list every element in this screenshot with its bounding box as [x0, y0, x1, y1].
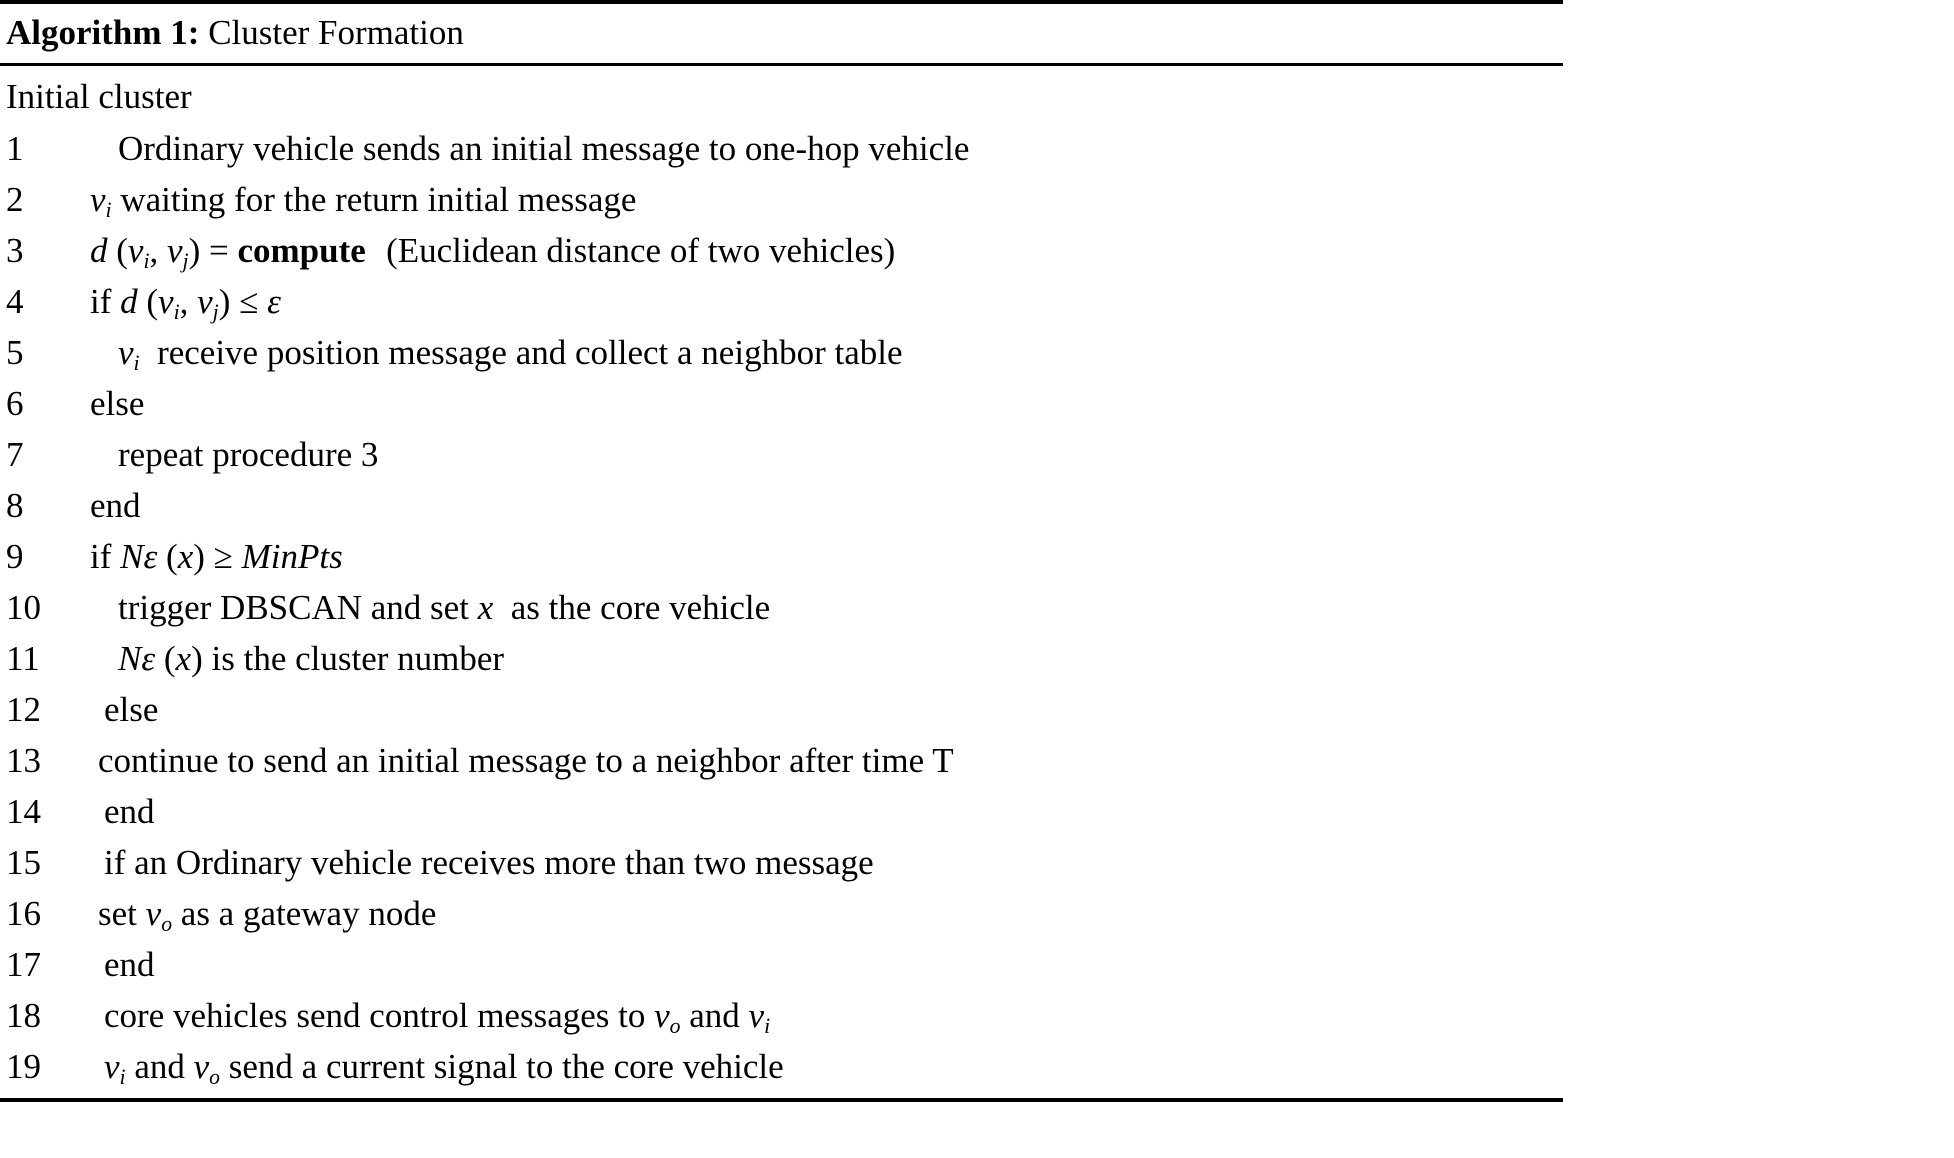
algorithm-step: 18 core vehicles send control messages t…	[0, 990, 1563, 1041]
step-number: 6	[6, 384, 24, 423]
step-text: end	[90, 486, 141, 525]
step-text: vi and vo send a current signal to the c…	[104, 1047, 784, 1090]
step-text: vi receive position message and collect …	[118, 333, 903, 376]
algorithm-step: 3 d (vi, vj) = compute (Euclidean distan…	[0, 225, 1563, 276]
algorithm-step: 4 if d (vi, vj) ≤ ε	[0, 276, 1563, 327]
step-text: if Nε (x) ≥ MinPts	[90, 537, 343, 576]
algorithm-box: Algorithm 1: Cluster Formation Initial c…	[0, 0, 1563, 1102]
algorithm-top-rule	[0, 0, 1563, 4]
step-number: 5	[6, 333, 24, 372]
algorithm-step: 2 vi waiting for the return initial mess…	[0, 174, 1563, 225]
step-text: set vo as a gateway node	[98, 894, 437, 937]
step-number: 16	[6, 894, 41, 933]
step-number: 15	[6, 843, 41, 882]
step-text: continue to send an initial message to a…	[98, 741, 954, 780]
step-text: core vehicles send control messages to v…	[104, 996, 771, 1039]
algorithm-step: 8 end	[0, 480, 1563, 531]
algorithm-title: Cluster Formation	[208, 13, 464, 52]
algorithm-step: 1 Ordinary vehicle sends an initial mess…	[0, 123, 1563, 174]
step-number: 11	[6, 639, 40, 678]
step-number: 12	[6, 690, 41, 729]
step-number: 14	[6, 792, 41, 831]
algorithm-step: 5 vi receive position message and collec…	[0, 327, 1563, 378]
algorithm-header-rule	[0, 63, 1563, 66]
step-number: 9	[6, 537, 24, 576]
step-number: 10	[6, 588, 41, 627]
step-number: 13	[6, 741, 41, 780]
step-number: 1	[6, 129, 24, 168]
step-text: repeat procedure 3	[118, 435, 379, 474]
step-text: if an Ordinary vehicle receives more tha…	[104, 843, 874, 882]
step-text: Ordinary vehicle sends an initial messag…	[118, 129, 970, 168]
algorithm-step: 17 end	[0, 939, 1563, 990]
algorithm-step: 14 end	[0, 786, 1563, 837]
algorithm-step: 11 Nε (x) is the cluster number	[0, 633, 1563, 684]
step-text: else	[90, 384, 145, 423]
step-text: vi waiting for the return initial messag…	[90, 180, 637, 223]
algorithm-label: Algorithm 1:	[6, 13, 200, 52]
step-text: end	[104, 792, 155, 831]
algorithm-step: 15 if an Ordinary vehicle receives more …	[0, 837, 1563, 888]
step-number: 4	[6, 282, 24, 321]
algorithm-step: 10 trigger DBSCAN and set x as the core …	[0, 582, 1563, 633]
algorithm-preamble: Initial cluster	[6, 77, 192, 116]
algorithm-step: 12 else	[0, 684, 1563, 735]
algorithm-step: 7 repeat procedure 3	[0, 429, 1563, 480]
step-text: end	[104, 945, 155, 984]
step-text: if d (vi, vj) ≤ ε	[90, 282, 281, 325]
step-text: d (vi, vj) = compute (Euclidean distance…	[90, 231, 896, 274]
step-number: 18	[6, 996, 41, 1035]
step-text: trigger DBSCAN and set x as the core veh…	[118, 588, 771, 627]
algorithm-step: 6 else	[0, 378, 1563, 429]
algorithm-step: 13 continue to send an initial message t…	[0, 735, 1563, 786]
step-number: 17	[6, 945, 41, 984]
step-number: 3	[6, 231, 24, 270]
step-number: 8	[6, 486, 24, 525]
step-text: Nε (x) is the cluster number	[118, 639, 505, 678]
step-number: 19	[6, 1047, 41, 1086]
step-number: 7	[6, 435, 24, 474]
algorithm-step: 16 set vo as a gateway node	[0, 888, 1563, 939]
algorithm-bottom-rule	[0, 1098, 1563, 1102]
algorithm-step: 19 vi and vo send a current signal to th…	[0, 1041, 1563, 1092]
step-number: 2	[6, 180, 24, 219]
step-text: else	[104, 690, 159, 729]
algorithm-caption: Algorithm 1: Cluster Formation	[0, 4, 1563, 63]
algorithm-body: 1 Ordinary vehicle sends an initial mess…	[0, 123, 1563, 1098]
algorithm-step: 9 if Nε (x) ≥ MinPts	[0, 531, 1563, 582]
